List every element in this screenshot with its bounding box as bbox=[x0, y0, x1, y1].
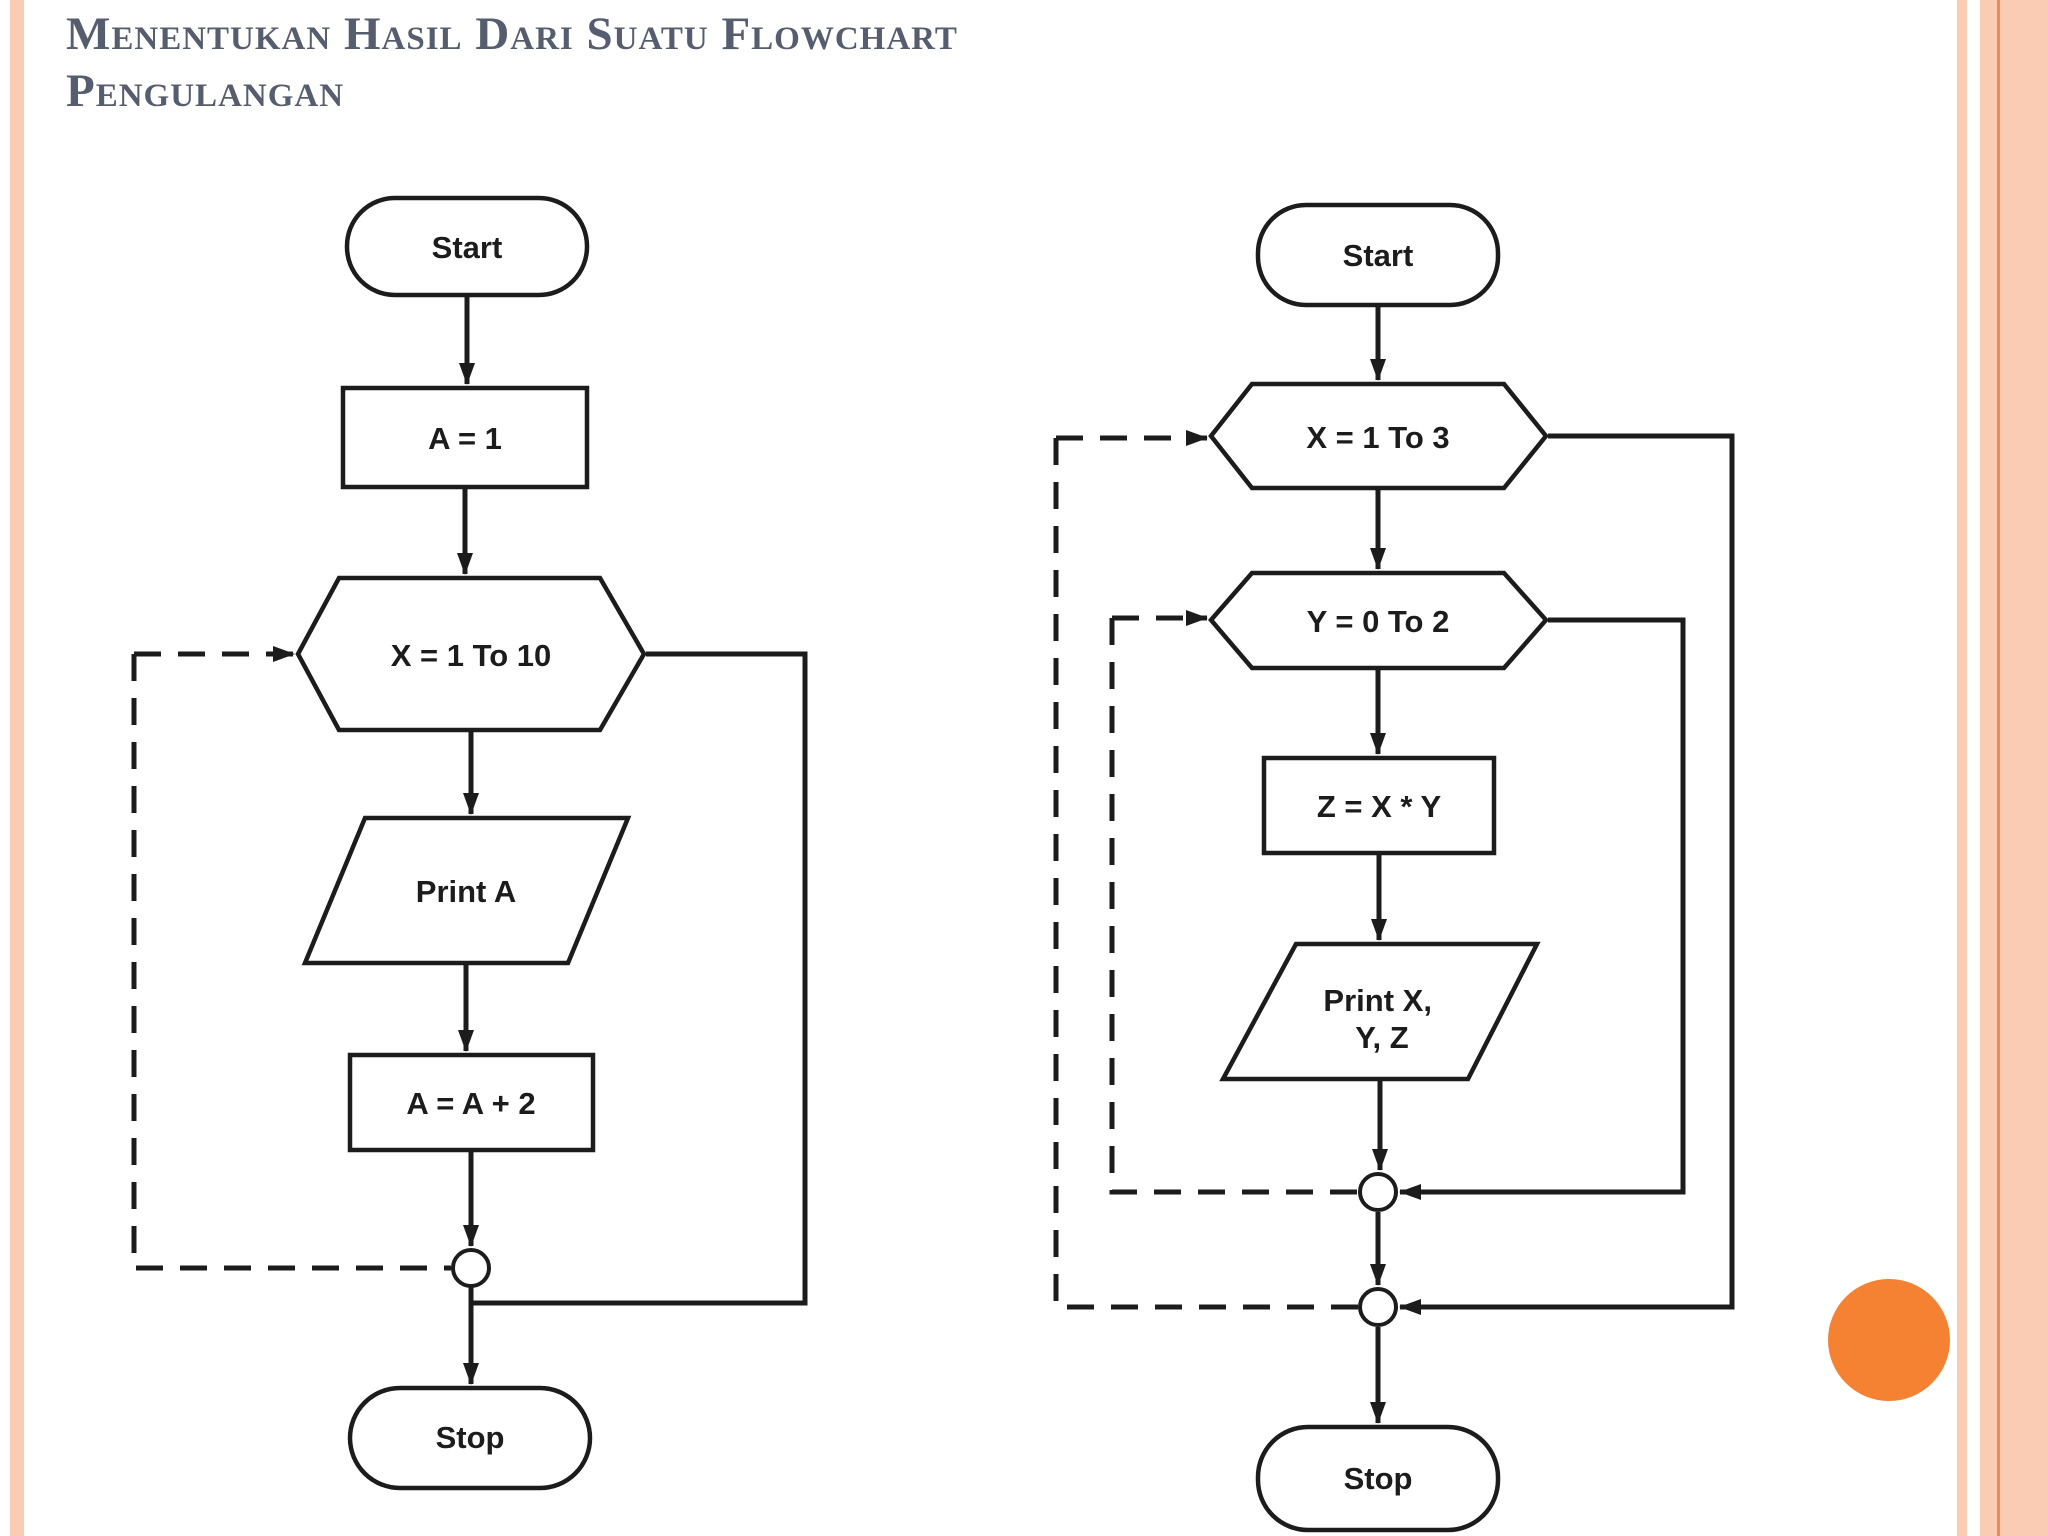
left-stop-label: Stop bbox=[436, 1420, 505, 1455]
right-flowchart: Start X = 1 To 3 Y = 0 To 2 Z = X * Y Pr… bbox=[1053, 202, 1735, 1533]
right-process-label: Z = X * Y bbox=[1317, 789, 1442, 824]
left-init-label: A = 1 bbox=[428, 421, 502, 456]
left-stop-terminal bbox=[347, 1385, 593, 1491]
right-output-label-line1: Print X, bbox=[1323, 983, 1432, 1018]
right-start-terminal bbox=[1255, 202, 1501, 308]
right-stop-label: Stop bbox=[1344, 1461, 1413, 1496]
right-output-label: Print X, Y, Z bbox=[1323, 983, 1440, 1055]
right-border-stripe-mid bbox=[1980, 0, 1997, 1536]
decorative-orange-circle bbox=[1828, 1279, 1950, 1401]
right-outer-loop-hexagon bbox=[1208, 381, 1549, 491]
left-loop-label: X = 1 To 10 bbox=[391, 638, 552, 673]
right-inner-loop-exit-line bbox=[1399, 617, 1686, 1200]
right-border-accent-line bbox=[1997, 0, 2000, 1536]
left-output-label: Print A bbox=[416, 874, 516, 909]
right-border-stripe-wide bbox=[2000, 0, 2048, 1536]
left-border-stripe bbox=[10, 0, 24, 1536]
slide-title: Menentukan Hasil Dari Suatu Flowchart Pe… bbox=[66, 6, 1466, 120]
left-loop-hexagon bbox=[295, 575, 647, 733]
right-outer-loop-back-line bbox=[1053, 438, 1358, 1310]
right-output-parallelogram bbox=[1219, 941, 1541, 1082]
right-start-label: Start bbox=[1343, 238, 1414, 273]
right-inner-loop-hexagon bbox=[1208, 570, 1550, 671]
left-update-process bbox=[347, 1052, 596, 1153]
right-connector-circle-outer bbox=[1358, 1287, 1398, 1327]
right-inner-loop-label: Y = 0 To 2 bbox=[1307, 604, 1450, 639]
right-stop-terminal bbox=[1255, 1424, 1501, 1533]
left-connector-circle bbox=[451, 1248, 491, 1288]
left-loop-exit-line bbox=[473, 651, 808, 1306]
right-process-rect bbox=[1261, 755, 1497, 856]
right-border-stripe-thin bbox=[1957, 0, 1967, 1536]
right-outer-loop-exit-line bbox=[1399, 433, 1735, 1315]
slide-title-line1: Menentukan Hasil Dari Suatu Flowchart bbox=[66, 8, 958, 60]
slide-title-line2: Pengulangan bbox=[66, 65, 345, 117]
left-update-label: A = A + 2 bbox=[406, 1086, 535, 1121]
left-output-parallelogram bbox=[301, 815, 632, 966]
left-start-label: Start bbox=[432, 230, 503, 265]
left-init-process bbox=[340, 385, 590, 490]
right-connector-circle-inner bbox=[1358, 1172, 1398, 1212]
right-outer-loop-label: X = 1 To 3 bbox=[1306, 420, 1449, 455]
left-start-terminal bbox=[344, 195, 590, 298]
right-output-label-line2: Y, Z bbox=[1355, 1020, 1408, 1055]
right-inner-loop-back-line bbox=[1109, 618, 1358, 1195]
left-flowchart: Start A = 1 X = 1 To 10 Print A A = A + … bbox=[131, 195, 808, 1491]
